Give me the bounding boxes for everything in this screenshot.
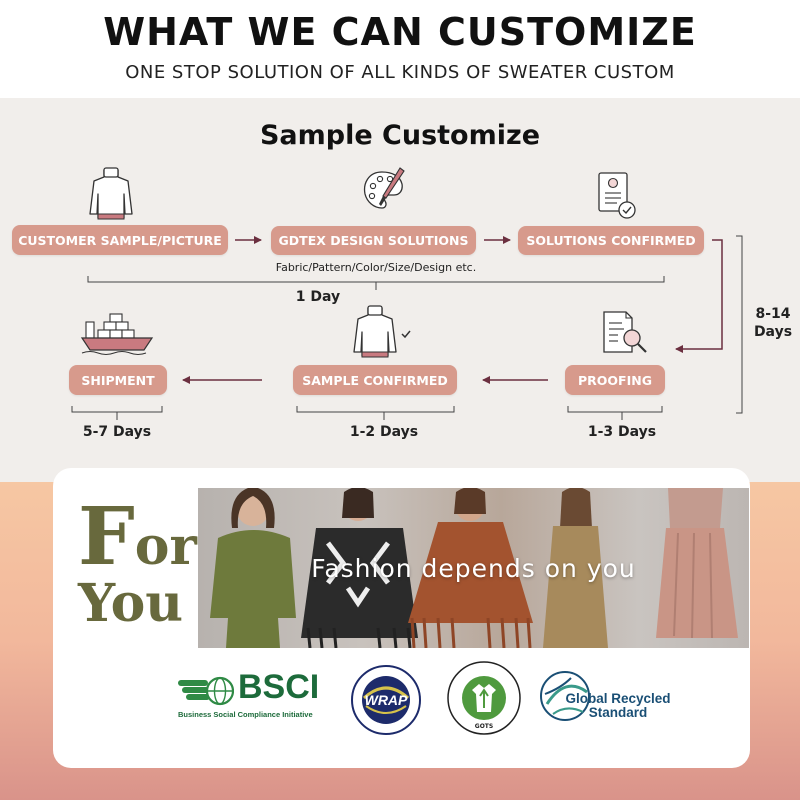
page-title: WHAT WE CAN CUSTOMIZE — [103, 10, 697, 54]
design-note: Fabric/Pattern/Color/Size/Design etc. — [275, 261, 477, 274]
one-day-bracket — [87, 276, 665, 283]
gots-logo: GOTS — [446, 660, 522, 736]
models-illustration — [210, 488, 738, 648]
step-sample-confirmed: SAMPLE CONFIRMED — [293, 365, 457, 395]
wrap-name: WRAP — [364, 692, 408, 708]
wrap-logo: WRAP — [350, 664, 422, 736]
duration-design: 1 Day — [295, 289, 341, 305]
page-subtitle: ONE STOP SOLUTION OF ALL KINDS OF SWEATE… — [125, 62, 675, 83]
duration-proofing: 1-3 Days — [587, 424, 657, 440]
grs-line2: Standard — [588, 705, 648, 720]
arrow-3-4 — [675, 239, 723, 353]
bsci-hand-globe-icon — [178, 676, 234, 706]
turtleneck-sweater-icon — [88, 166, 134, 222]
banner-slogan: Fashion depends on you — [311, 554, 636, 583]
duration-total-line1: 8-14 — [755, 306, 791, 322]
palette-brush-icon — [360, 166, 406, 216]
fashion-banner: Fashion depends on you — [198, 488, 749, 648]
certificate-document-icon — [596, 170, 640, 222]
duration-sample-confirmed: 1-2 Days — [349, 424, 419, 440]
section-title: Sample Customize — [259, 120, 541, 151]
gots-name: GOTS — [474, 723, 494, 730]
you-word: You — [78, 573, 184, 634]
bsci-logo: BSCI Business Social Compliance Initiati… — [178, 668, 328, 722]
bsci-tagline: Business Social Compliance Initiative — [178, 710, 313, 719]
duration-total-line2: Days — [753, 324, 793, 340]
grs-globe-icon — [540, 671, 590, 721]
step-design-solutions: GDTEX DESIGN SOLUTIONS — [271, 226, 476, 255]
step-customer-sample: CUSTOMER SAMPLE/PICTURE — [12, 225, 228, 255]
step-proofing: PROOFING — [565, 365, 665, 395]
cargo-ship-icon — [80, 308, 156, 356]
for-you-heading: For You — [78, 496, 198, 630]
document-search-icon — [600, 308, 650, 358]
total-bracket — [736, 235, 743, 414]
grs-logo: Global Recycled Standard — [537, 668, 677, 724]
duration-shipment: 5-7 Days — [82, 424, 152, 440]
for-letter: F — [78, 489, 135, 583]
process-panel — [0, 98, 800, 482]
step-shipment: SHIPMENT — [69, 365, 167, 395]
bsci-name: BSCI — [238, 668, 320, 706]
for-rest: or — [134, 516, 197, 577]
sweater-check-icon — [352, 304, 414, 360]
step-solutions-confirmed: SOLUTIONS CONFIRMED — [518, 226, 704, 255]
grs-line1: Global Recycled — [565, 691, 671, 706]
